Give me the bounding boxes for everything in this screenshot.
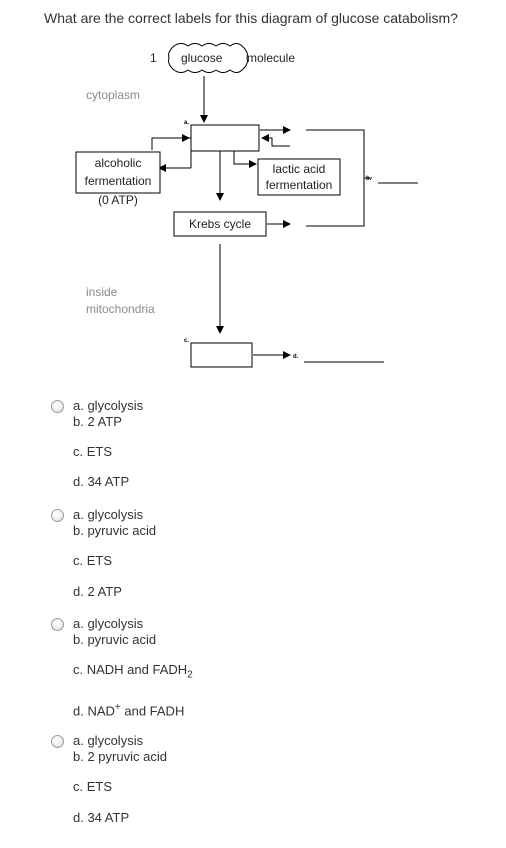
label-a: a. <box>184 120 189 126</box>
krebs-label: Krebs cycle <box>189 217 251 231</box>
alcoholic-line1: alcoholic <box>95 156 142 170</box>
inside-label-2: mitochondria <box>86 302 155 316</box>
alcoholic-line2: fermentation <box>85 174 152 188</box>
lactic-box <box>257 158 341 196</box>
glucose-label: glucose <box>181 51 223 65</box>
option-4-d[interactable]: d. 34 ATP <box>73 810 130 825</box>
question-text: What are the correct labels for this dia… <box>44 10 458 26</box>
option-1-c[interactable]: c. ETS <box>73 444 113 459</box>
option-3-d-tail: and FADH <box>120 703 185 719</box>
box-a <box>190 124 260 152</box>
option-4-a[interactable]: a. glycolysis <box>73 733 144 748</box>
arrow-to-lactic <box>233 151 257 168</box>
option-1-b[interactable]: b. 2 ATP <box>73 414 122 429</box>
option-3-a[interactable]: a. glycolysis <box>73 616 144 631</box>
box-c <box>190 342 253 368</box>
option-3-d-text: d. NAD <box>73 703 115 719</box>
option-2-b[interactable]: b. pyruvic acid <box>73 523 157 538</box>
option-3-c[interactable]: c. NADH and FADH2 <box>73 662 193 684</box>
option-2-radio[interactable] <box>51 509 64 522</box>
option-1-radio[interactable] <box>51 400 64 413</box>
option-2-a[interactable]: a. glycolysis <box>73 507 144 522</box>
option-3-radio[interactable] <box>51 618 64 631</box>
option-3-d-superscript: + <box>114 702 121 713</box>
arrow-to-left-up <box>151 137 191 150</box>
option-2-c[interactable]: c. ETS <box>73 553 113 568</box>
label-c: c. <box>184 338 189 344</box>
cytoplasm-label: cytoplasm <box>86 88 140 102</box>
glucose-catabolism-diagram: 1 glucose molecule cytoplasm a. b. alcoh… <box>75 43 418 368</box>
option-1-d[interactable]: d. 34 ATP <box>73 474 130 489</box>
molecule-label: molecule <box>247 51 295 65</box>
lactic-line1: lactic acid <box>273 162 326 176</box>
glucose-cloud <box>168 43 248 73</box>
option-1-a[interactable]: a. glycolysis <box>73 398 144 413</box>
option-4-b[interactable]: b. 2 pyruvic acid <box>73 749 167 764</box>
option-3-c-text: c. NADH and FADH <box>73 662 188 677</box>
alcoholic-box <box>75 151 161 194</box>
option-3-c-subscript: 2 <box>187 669 193 681</box>
inside-label-1: inside <box>86 285 118 299</box>
option-3-b[interactable]: b. pyruvic acid <box>73 632 157 647</box>
glucose-count: 1 <box>150 51 157 65</box>
option-2-d[interactable]: d. 2 ATP <box>73 584 122 599</box>
option-4-radio[interactable] <box>51 735 64 748</box>
alcoholic-atp: (0 ATP) <box>98 193 138 207</box>
label-b: b. <box>366 176 372 182</box>
label-d: d. <box>293 354 299 360</box>
krebs-box <box>173 211 267 237</box>
option-3-d[interactable]: d. NAD+ and FADH <box>73 700 184 719</box>
arrow-loop-return <box>261 134 290 147</box>
lactic-line2: fermentation <box>266 178 333 192</box>
option-4-c[interactable]: c. ETS <box>73 779 113 794</box>
